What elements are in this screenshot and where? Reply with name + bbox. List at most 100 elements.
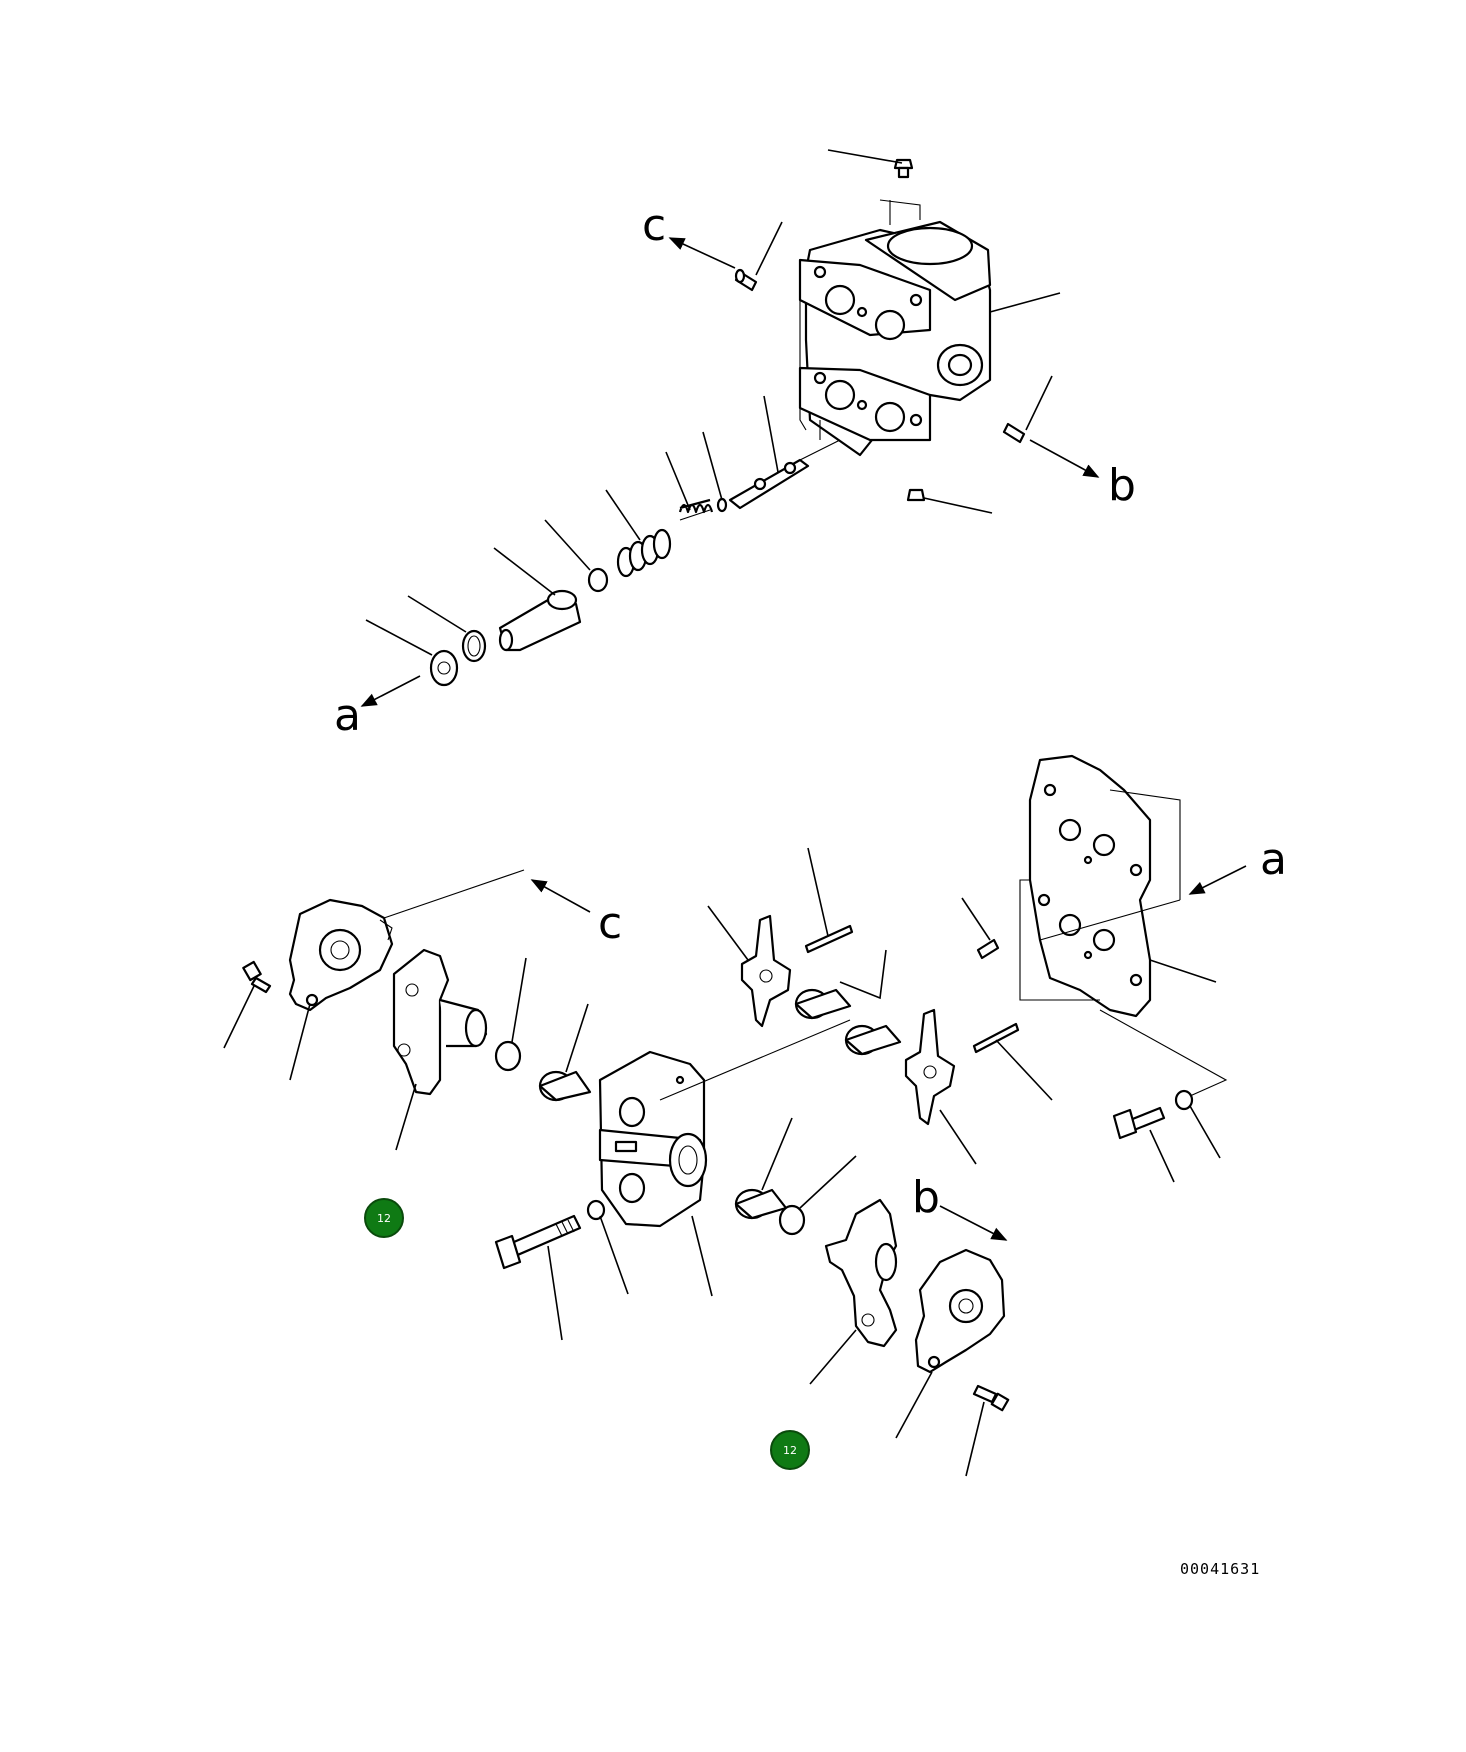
part-bushing-left[interactable]: [538, 1070, 592, 1102]
callout-b-lower: b: [912, 1172, 1008, 1241]
leader-long-pin-upper: [807, 847, 829, 937]
leader-housing: [691, 1215, 713, 1297]
arrow-a-upper: [360, 675, 421, 707]
part-spool[interactable]: [728, 458, 810, 510]
leader-long-bolt: [547, 1245, 563, 1341]
leader-pin-upper-left: [755, 221, 783, 276]
arrow-c-lower: [530, 879, 591, 913]
leader-retainer: [544, 519, 591, 571]
part-gasket-plate[interactable]: [1028, 754, 1152, 1018]
leader-bottom-screw: [923, 497, 993, 514]
hotspot-12-left-circle[interactable]: [364, 1198, 404, 1238]
leader-gasket: [1149, 959, 1217, 983]
callout-c-upper-label: c: [642, 200, 666, 251]
callout-b-lower-label: b: [912, 1172, 940, 1223]
part-retainer[interactable]: [587, 567, 609, 593]
leader-left-screw: [223, 985, 255, 1049]
callout-c-lower-label: c: [598, 898, 622, 949]
part-piston[interactable]: [498, 589, 582, 652]
arrow-b-lower: [939, 1205, 1008, 1241]
part-lever-lower[interactable]: [904, 1008, 956, 1126]
arrow-c-upper: [668, 237, 736, 269]
hotspot-12-right-label: 12: [783, 1444, 797, 1457]
part-small-spring[interactable]: [678, 498, 714, 521]
leader-small-spring: [665, 451, 691, 511]
leader-left-cover: [289, 1003, 311, 1081]
upper-assembly: [365, 149, 1061, 687]
part-oring-right[interactable]: [778, 1204, 806, 1236]
part-small-ring[interactable]: [716, 497, 728, 513]
axis-body-frame: [799, 300, 821, 440]
arrow-a-lower: [1188, 865, 1247, 895]
leader-top-screw: [827, 149, 903, 164]
callout-a-upper: a: [334, 675, 421, 741]
part-left-arm[interactable]: [392, 948, 488, 1096]
axis-gasket-frame: [1019, 789, 1181, 1001]
leader-lever-lower: [939, 1109, 977, 1165]
leader-bushing-left: [565, 1003, 589, 1073]
axis-right-bolt: [1099, 1009, 1228, 1097]
callout-b-upper: b: [1029, 439, 1136, 511]
leader-oring-right: [799, 1155, 857, 1209]
leader-oring-left: [511, 957, 527, 1043]
hotspot-12-right[interactable]: 12: [770, 1430, 810, 1470]
lower-assembly: [223, 754, 1228, 1477]
leader-pin-lower-right: [961, 897, 991, 941]
part-pin-lower-right[interactable]: [976, 938, 1000, 960]
leader-washer-right: [1189, 1105, 1221, 1159]
hotspot-12-right-circle[interactable]: [770, 1430, 810, 1470]
callout-b-upper-label: b: [1108, 460, 1136, 511]
leader-right-cover: [895, 1371, 933, 1439]
part-pin-upper-left[interactable]: [734, 268, 758, 292]
part-oring-left[interactable]: [494, 1040, 522, 1072]
part-bottom-screw[interactable]: [906, 488, 926, 502]
part-right-arm[interactable]: [824, 1198, 898, 1348]
axis-housing-bushings: [659, 1019, 851, 1101]
axis-left-cover: [383, 869, 525, 919]
leader-right-arm: [809, 1329, 857, 1385]
part-long-pin-upper[interactable]: [804, 924, 854, 954]
leader-small-ring: [702, 431, 723, 501]
leader-piston: [493, 547, 556, 596]
leader-left-arm: [395, 1083, 417, 1151]
leader-plug: [365, 619, 433, 656]
part-large-spring[interactable]: [616, 528, 672, 578]
leader-right-screw: [965, 1401, 985, 1477]
part-left-screw[interactable]: [242, 960, 272, 994]
part-lever-upper[interactable]: [740, 914, 792, 1028]
callout-c-upper: c: [642, 200, 736, 269]
hotspot-12-left[interactable]: 12: [364, 1198, 404, 1238]
part-right-cover[interactable]: [914, 1248, 1006, 1374]
callout-a-upper-label: a: [334, 690, 361, 741]
leader-o-ring: [407, 595, 467, 633]
part-plug[interactable]: [429, 649, 459, 687]
leader-large-spring: [605, 489, 641, 541]
part-left-cover[interactable]: [288, 898, 394, 1012]
leader-bushing-right: [761, 1117, 793, 1191]
part-bushing-right[interactable]: [734, 1188, 788, 1220]
leader-spool: [763, 395, 779, 473]
part-pin-upper-right[interactable]: [1002, 422, 1026, 444]
part-o-ring[interactable]: [461, 629, 487, 663]
drawing-code: 00041631: [1180, 1560, 1260, 1578]
part-valve-body[interactable]: [798, 199, 992, 457]
callout-c-lower: c: [530, 879, 622, 949]
hotspot-12-left-label: 12: [377, 1212, 391, 1225]
part-bushing-pair[interactable]: [794, 988, 902, 1056]
leader-bushing-pair: [839, 949, 887, 1000]
part-long-bolt[interactable]: [494, 1214, 582, 1270]
part-washer-right[interactable]: [1174, 1089, 1194, 1111]
part-bolt-right[interactable]: [1112, 1106, 1166, 1140]
leader-long-pin-lower: [995, 1039, 1053, 1101]
part-washer[interactable]: [586, 1199, 606, 1221]
leader-lever-upper: [707, 905, 749, 961]
axis-spool: [799, 439, 841, 461]
part-right-screw[interactable]: [972, 1384, 1010, 1412]
leader-washer: [599, 1215, 629, 1295]
arrow-b-upper: [1029, 439, 1100, 478]
leader-bolt-right: [1149, 1129, 1175, 1183]
part-long-pin-lower[interactable]: [972, 1022, 1020, 1054]
callout-a-lower-label: a: [1260, 834, 1287, 885]
part-housing[interactable]: [598, 1050, 708, 1228]
